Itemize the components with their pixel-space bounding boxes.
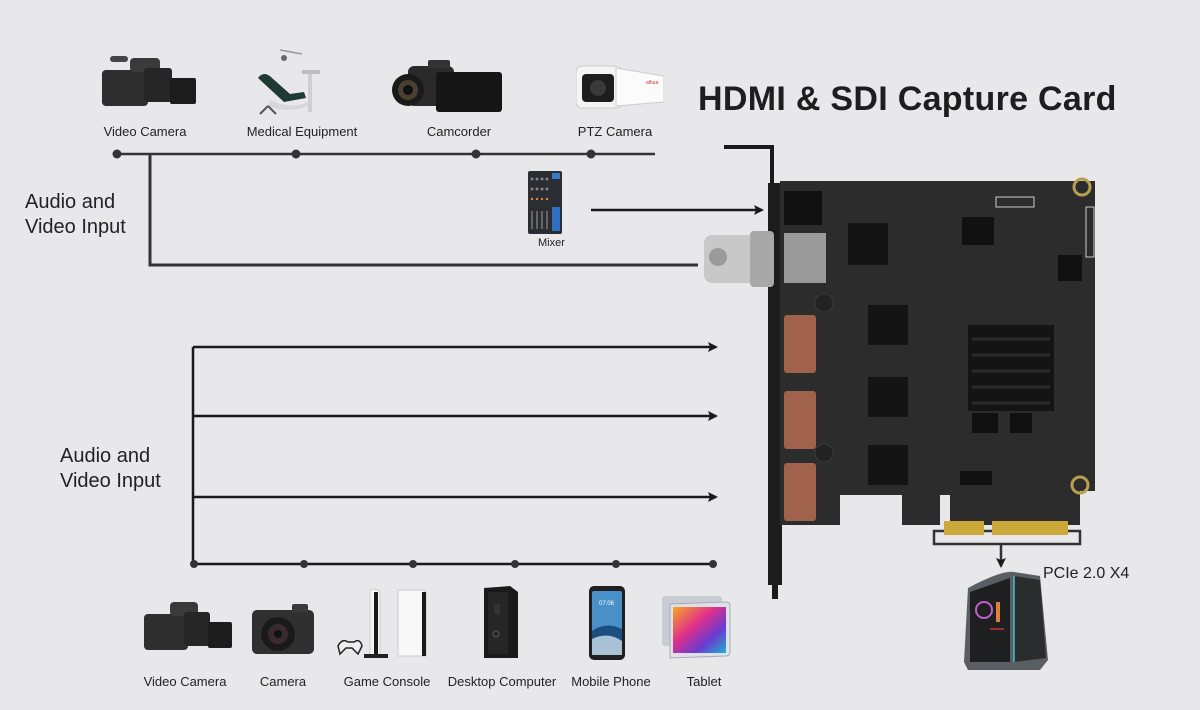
bottom-device-label-game-console: Game Console xyxy=(343,674,431,689)
top-input-label-line2: Video Input xyxy=(25,216,126,238)
bottom-device-label-video-camera: Video Camera xyxy=(143,674,227,689)
broadcast-video-camera-icon xyxy=(100,52,198,114)
svg-text:alhua: alhua xyxy=(646,80,658,86)
top-device-label-camcorder: Camcorder xyxy=(426,124,492,139)
diagram-title: HDMI & SDI Capture Card xyxy=(698,80,1117,118)
bottom-input-label-line1: Audio and xyxy=(60,445,151,467)
bottom-device-label-camera: Camera xyxy=(259,674,307,689)
top-device-label-medical-equipment: Medical Equipment xyxy=(246,124,358,139)
bullet-ptz-camera-icon: alhua xyxy=(575,62,665,110)
broadcast-video-camera-icon xyxy=(142,596,234,658)
bottom-device-label-mobile-phone: Mobile Phone xyxy=(571,674,651,689)
smartphone-icon: 07:06 xyxy=(588,585,626,661)
top-input-label-line1: Audio and xyxy=(25,191,116,213)
dental-chair-icon xyxy=(250,48,330,118)
bottom-device-label-desktop-computer: Desktop Computer xyxy=(447,674,557,689)
mirrorless-camera-icon xyxy=(250,602,316,658)
bottom-input-label: Audio and Video Input xyxy=(60,444,161,494)
camcorder-icon xyxy=(388,58,504,114)
desktop-tower-icon xyxy=(480,584,520,660)
mixer-label: Mixer xyxy=(538,237,565,249)
top-device-label-video-camera: Video Camera xyxy=(103,124,187,139)
bottom-device-label-tablet: Tablet xyxy=(686,674,722,689)
audio-mixer-icon xyxy=(528,171,562,234)
tablet-icon xyxy=(660,594,732,660)
svg-text:07:06: 07:06 xyxy=(599,601,615,607)
pcie-interface-label: PCIe 2.0 X4 xyxy=(1043,565,1130,582)
capture-card-image xyxy=(700,145,1100,600)
game-console-icon xyxy=(336,588,432,660)
top-input-label: Audio and Video Input xyxy=(25,190,126,240)
gaming-pc-icon xyxy=(962,570,1048,672)
top-device-label-ptz-camera: PTZ Camera xyxy=(577,124,653,139)
bottom-input-label-line2: Video Input xyxy=(60,470,161,492)
